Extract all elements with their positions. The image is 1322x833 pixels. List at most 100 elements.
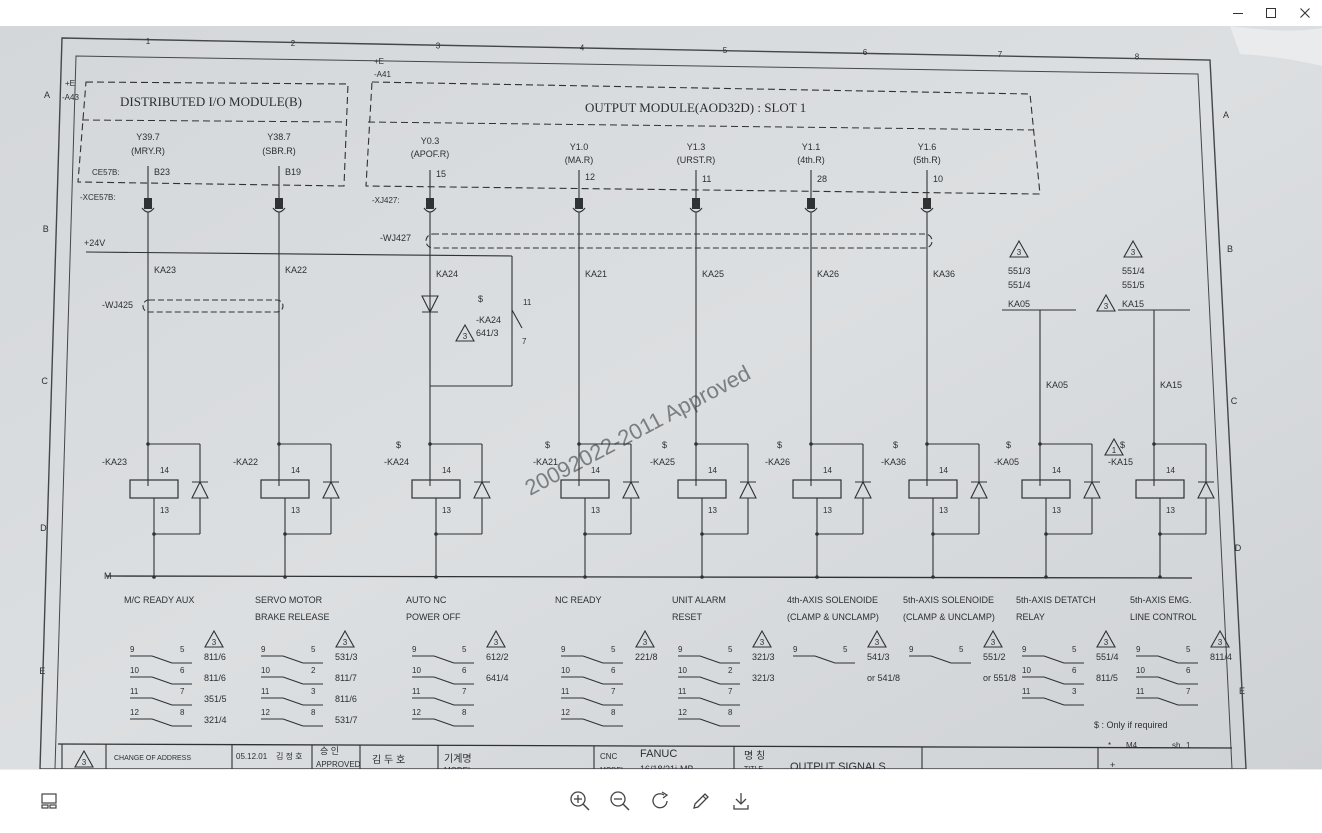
maximize-button[interactable] (1254, 0, 1288, 26)
function-desc2-KA22: BRAKE RELEASE (255, 612, 330, 622)
junction-dot-KA23 (146, 442, 150, 446)
relay-coil-label-KA25: -KA25 (650, 457, 675, 467)
wire-label-KA15: KA15 (1160, 380, 1182, 390)
revision-triangle-KA21-number: 3 (643, 638, 648, 647)
row-letter-left: D (40, 523, 47, 533)
coil-terminal-14-KA24: 14 (442, 466, 451, 475)
revision-triangle-KA26-number: 3 (875, 638, 880, 647)
contact-num-a-KA23: 11 (130, 687, 139, 696)
row-letter-right: E (1239, 686, 1245, 696)
titleblock-title: OUTPUT SIGNALS (790, 761, 886, 769)
ground-dot-KA26 (815, 575, 819, 579)
contact-num-a-KA24: 9 (412, 645, 417, 654)
junction-dot-low-KA05 (1044, 532, 1048, 536)
row-letter-right: A (1223, 110, 1229, 120)
contact-num-a-KA23: 12 (130, 708, 139, 717)
rotate-button[interactable] (647, 788, 675, 814)
contact-num-a-KA26: 9 (793, 645, 798, 654)
ka15-ref-1: 551/4 (1122, 266, 1145, 276)
connector-pin-KA22 (275, 198, 283, 209)
coil-terminal-13-KA25: 13 (708, 506, 717, 515)
contact-num-b-KA24: 8 (462, 708, 467, 717)
contact-num-b-KA23: 6 (180, 666, 185, 675)
minimize-button[interactable] (1221, 0, 1255, 26)
coil-terminal-14-KA23: 14 (160, 466, 169, 475)
ka05-revision-triangle-number: 3 (1017, 248, 1022, 257)
contact-blade-KA23 (151, 676, 173, 685)
maximize-icon (1266, 8, 1276, 18)
paper-sheet (0, 26, 1322, 769)
dist-io-module-divider (81, 119, 347, 123)
function-desc-KA25: UNIT ALARM (672, 595, 726, 605)
function-desc2-KA24: POWER OFF (406, 612, 461, 622)
contact-num-a-KA21: 9 (561, 645, 566, 654)
revision-triangle-KA05 (1096, 629, 1116, 648)
contact-blade-KA05 (1043, 676, 1065, 685)
junction-dot-low-KA21 (583, 532, 587, 536)
contact-num-a-KA05: 9 (1022, 645, 1027, 654)
revision-triangle-KA23-number: 3 (212, 638, 217, 647)
optional-mark-KA36: $ (893, 440, 898, 450)
optional-mark-KA15: $ (1120, 440, 1125, 450)
filmstrip-button[interactable] (35, 788, 63, 814)
function-desc-KA15: 5th-AXIS EMG. (1130, 595, 1192, 605)
column-number: 8 (1135, 52, 1140, 61)
contact-num-b-KA24: 7 (462, 687, 467, 696)
contact-num-a-KA15: 9 (1136, 645, 1141, 654)
column-number: 7 (998, 50, 1003, 59)
cross-ref-KA21: 221/8 (635, 652, 658, 662)
function-desc2-KA15: LINE CONTROL (1130, 612, 1197, 622)
cross-ref-KA26: or 541/8 (867, 673, 900, 683)
row-letter-right: D (1235, 543, 1242, 553)
revision-triangle-KA22 (335, 629, 355, 648)
ka05-ref-1: 551/3 (1008, 266, 1031, 276)
out-module-ref: -A41 (374, 70, 391, 79)
titleblock-change: CHANGE OF ADDRESS (114, 755, 191, 762)
zoom-in-button[interactable] (566, 788, 594, 814)
contact-num-a-KA25: 10 (678, 666, 687, 675)
zoom-out-icon (610, 791, 630, 811)
contact-num-a-KA21: 12 (561, 708, 570, 717)
cross-ref-KA36: or 551/8 (983, 673, 1016, 683)
ka15-revision-triangle (1123, 239, 1143, 258)
out-module-xconnector-label: -XJ427: (372, 196, 400, 205)
titleblock-no-label: *. (1108, 741, 1113, 750)
optional-mark-KA05: $ (1006, 440, 1011, 450)
ka15-bus-label: KA15 (1122, 299, 1144, 309)
signal-pin-KA23: B23 (154, 167, 170, 177)
ground-dot-KA21 (583, 575, 587, 579)
contact-num-a-KA22: 10 (261, 666, 270, 675)
optional-mark-KA24: $ (396, 440, 401, 450)
zoom-out-button[interactable] (606, 788, 634, 814)
contact-num-a-KA24: 10 (412, 666, 421, 675)
wire-label-KA22: KA22 (285, 265, 307, 275)
cross-ref-KA36: 551/2 (983, 652, 1006, 662)
titleblock-revision-triangle-number: 3 (82, 758, 87, 767)
revision-triangle-KA05-number: 3 (1104, 638, 1109, 647)
signal-name-KA36: (5th.R) (913, 155, 941, 165)
junction-dot-KA21 (577, 442, 581, 446)
titleblock-fanuc: FANUC (640, 748, 677, 760)
contact-num-b-KA15: 6 (1186, 666, 1191, 675)
junction-dot-low-KA36 (931, 532, 935, 536)
revision-triangle-KA25 (752, 629, 772, 648)
edit-pen-icon (693, 793, 709, 809)
coil-terminal-14-KA22: 14 (291, 466, 300, 475)
download-button[interactable] (727, 788, 755, 814)
edit-button[interactable] (687, 788, 715, 814)
cross-ref-KA23: 811/6 (204, 673, 226, 683)
cross-ref-KA05: 811/5 (1096, 673, 1118, 683)
contact-num-b-KA24: 6 (462, 666, 467, 675)
title-bar (0, 0, 1322, 27)
close-button[interactable] (1288, 0, 1322, 26)
column-number: 2 (291, 39, 296, 48)
contact-blade-KA24 (433, 718, 455, 727)
download-icon (733, 793, 749, 810)
titleblock-revision-triangle (74, 749, 94, 768)
contact-num-a-KA21: 11 (561, 687, 570, 696)
contact-blade-KA25 (699, 676, 721, 685)
junction-dot-low-KA22 (283, 532, 287, 536)
connector-pin-KA24 (426, 198, 434, 209)
wire-label-KA36: KA36 (933, 269, 955, 279)
